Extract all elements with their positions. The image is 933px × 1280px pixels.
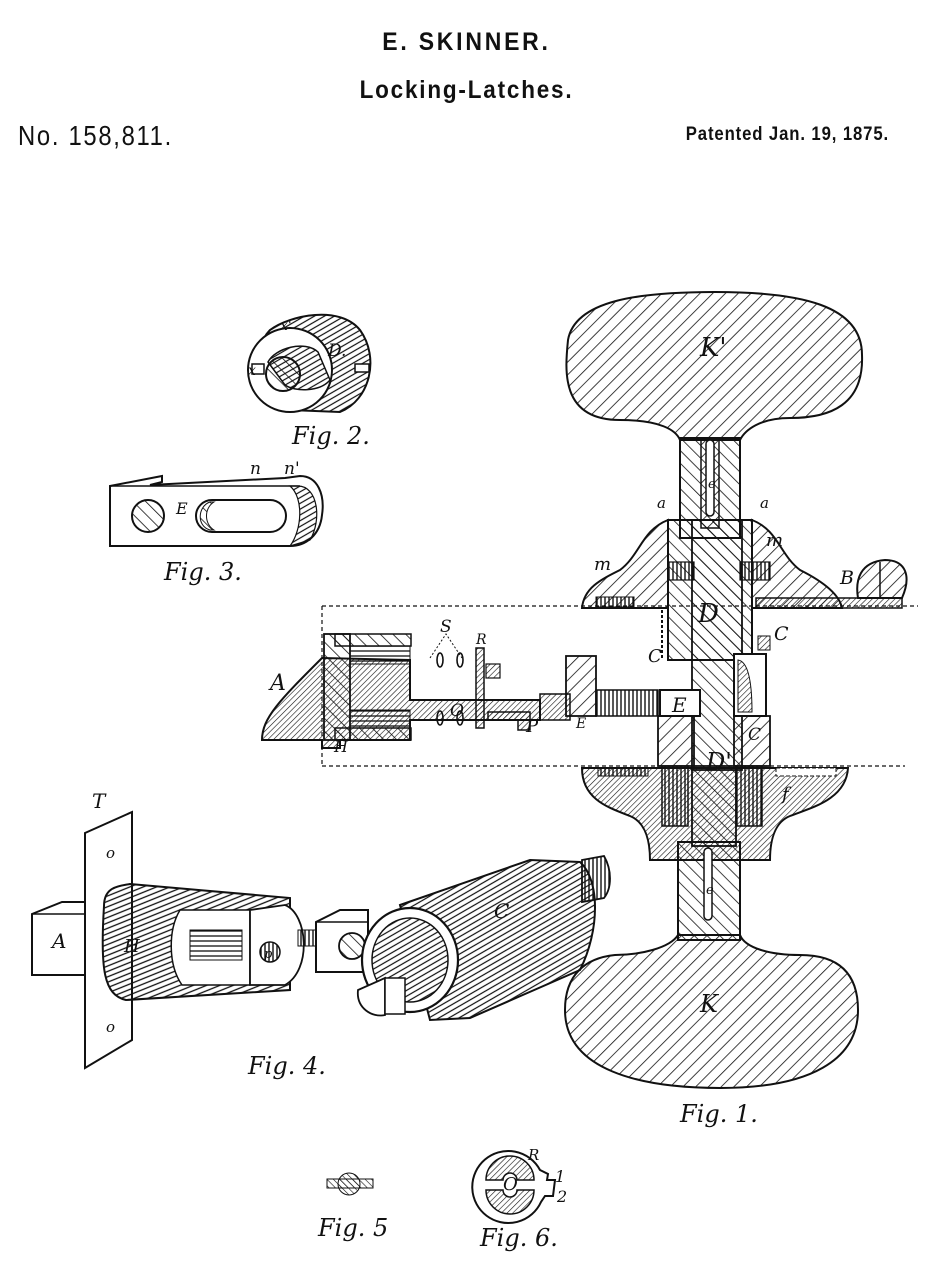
latch-bolt-section (260, 656, 541, 749)
label-tail-fig3: E (175, 499, 188, 518)
label-screw-bottom: o (106, 1018, 115, 1036)
figure-1: K' K D D' e e a a m m B C C C f E Fig. 1… (321, 290, 918, 1128)
label-notch-n-prime: n' (284, 459, 300, 479)
label-housing-section: H (333, 737, 349, 756)
label-case-right: C (774, 623, 789, 645)
label-case-fig4: C (494, 899, 509, 923)
label-rod-section: O (450, 701, 464, 721)
label-collar-left: a (657, 494, 666, 512)
label-case-left: C (648, 646, 662, 667)
figure-6: R O 1 2 Fig. 6. (471, 1146, 567, 1252)
knob-upper (565, 290, 864, 441)
label-knob-upper: K' (699, 333, 727, 363)
label-notch-1: 1 (555, 1167, 565, 1186)
label-bolt-section: A (268, 671, 286, 696)
label-rod-fig6: O (503, 1174, 518, 1195)
label-ring-fig6: R (527, 1146, 539, 1164)
figure-2: D. x' x Fig. 2. (247, 313, 372, 450)
label-tail-section: E (575, 716, 586, 732)
label-housing-fig4: H (123, 936, 140, 957)
label-pin-p: p (264, 947, 273, 962)
figure-5: Fig. 5 (317, 1172, 388, 1242)
label-stop: P (525, 716, 539, 737)
figure-4: T A H C o o p Fig. 4. (31, 789, 611, 1080)
caption-fig-6: Fig. 6. (479, 1224, 558, 1252)
label-spindle-fig2: D. (327, 341, 346, 361)
label-pin-upper: e (708, 477, 716, 492)
label-mark-x: x (248, 363, 256, 379)
label-notch-2: 2 (556, 1187, 567, 1206)
knob-lower (563, 934, 860, 1090)
label-mark-x-prime: x' (280, 318, 292, 334)
label-bolt-fig4: A (50, 929, 66, 953)
label-case-lower: C (748, 725, 761, 745)
inventor-name: E. SKINNER. (382, 28, 551, 56)
latch-section: A H S R O P E (260, 617, 659, 756)
caption-fig-1: Fig. 1. (679, 1100, 758, 1128)
label-collar-right: a (760, 494, 769, 512)
patent-date: Patented Jan. 19, 1875. (685, 124, 889, 145)
label-spindle-lower: D' (705, 748, 732, 776)
label-ring-section: R (475, 632, 487, 648)
label-rose-right: m (766, 530, 783, 551)
label-knob-lower: K (699, 990, 720, 1018)
caption-fig-4: Fig. 4. (247, 1052, 326, 1080)
label-plate-b: B (839, 567, 854, 589)
figure-3: E n n' Fig. 3. (109, 459, 324, 586)
label-plate-t: T (92, 789, 107, 813)
caption-fig-2: Fig. 2. (291, 422, 370, 450)
label-spindle-upper: D (697, 599, 719, 629)
label-rose-left: m (594, 554, 611, 575)
patent-number: No. 158,811. (18, 120, 173, 151)
label-springs: S (440, 617, 452, 637)
caption-fig-5: Fig. 5 (317, 1214, 388, 1242)
label-tail-fig1: E (671, 693, 687, 717)
caption-fig-3: Fig. 3. (163, 558, 242, 586)
patent-title: Locking-Latches. (359, 76, 574, 104)
label-notch-n: n (250, 459, 261, 479)
label-pin-lower: e (706, 883, 714, 898)
rose-upper-left (580, 518, 669, 609)
label-screw-top: o (106, 844, 115, 862)
